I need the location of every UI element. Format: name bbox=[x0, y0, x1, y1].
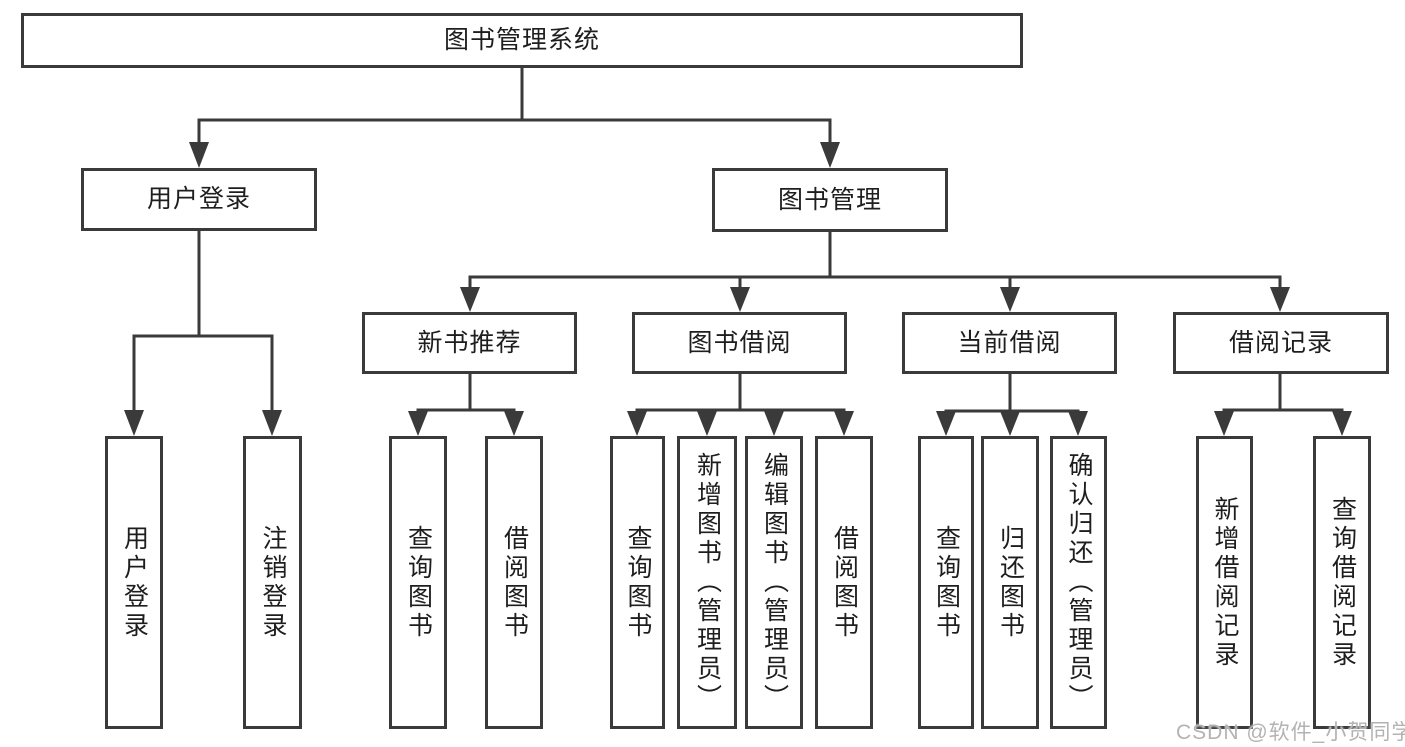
leaf-query-borrow-record-label: 查询借阅记录 bbox=[1328, 495, 1357, 670]
node-root: 图书管理系统 bbox=[21, 13, 1023, 68]
leaf-user-login: 用户登录 bbox=[105, 436, 163, 729]
leaf-confirm-return-admin-label: 确认归还（管理员） bbox=[1065, 452, 1093, 713]
leaf-user-login-label: 用户登录 bbox=[120, 524, 149, 641]
node-root-label: 图书管理系统 bbox=[443, 26, 600, 54]
leaf-return-books-label: 归还图书 bbox=[996, 524, 1025, 641]
node-user-login-label: 用户登录 bbox=[146, 185, 251, 213]
watermark: CSDN @软件_小贺同学 bbox=[1176, 721, 1405, 744]
node-book-management-label: 图书管理 bbox=[777, 185, 882, 214]
connector-book-borrowing-branch bbox=[627, 372, 854, 436]
leaf-borrow-books-borrowing: 借阅图书 bbox=[815, 436, 873, 729]
leaf-add-borrow-record: 新增借阅记录 bbox=[1196, 436, 1253, 729]
leaf-confirm-return-admin: 确认归还（管理员） bbox=[1050, 436, 1107, 729]
leaf-borrow-books-borrowing-label: 借阅图书 bbox=[830, 524, 859, 641]
leaf-borrow-books-recommend: 借阅图书 bbox=[485, 436, 543, 729]
node-new-book-recommend: 新书推荐 bbox=[362, 312, 577, 374]
leaf-edit-books-admin: 编辑图书（管理员） bbox=[745, 436, 803, 729]
connector-user-login-branch bbox=[124, 229, 282, 436]
leaf-add-books-admin: 新增图书（管理员） bbox=[677, 436, 737, 729]
node-book-borrowing-label: 图书借阅 bbox=[687, 328, 792, 357]
node-user-login: 用户登录 bbox=[81, 168, 317, 231]
connector-new-book-recommend-branch bbox=[408, 372, 524, 436]
leaf-logout-label: 注销登录 bbox=[259, 524, 287, 641]
leaf-add-books-admin-label: 新增图书（管理员） bbox=[693, 452, 722, 713]
leaf-query-books-borrowing: 查询图书 bbox=[610, 436, 665, 729]
leaf-borrow-books-recommend-label: 借阅图书 bbox=[500, 524, 529, 641]
connector-current-borrowing-branch bbox=[936, 372, 1088, 436]
leaf-add-borrow-record-label: 新增借阅记录 bbox=[1211, 495, 1239, 670]
leaf-edit-books-admin-label: 编辑图书（管理员） bbox=[760, 452, 789, 713]
node-book-management: 图书管理 bbox=[712, 168, 948, 232]
node-current-borrowing: 当前借阅 bbox=[902, 312, 1117, 374]
leaf-return-books: 归还图书 bbox=[981, 436, 1039, 729]
connector-root-branch bbox=[189, 66, 840, 168]
node-new-book-recommend-label: 新书推荐 bbox=[417, 328, 522, 357]
node-borrowing-records: 借阅记录 bbox=[1173, 312, 1389, 374]
leaf-query-books-borrowing-label: 查询图书 bbox=[624, 524, 652, 641]
node-current-borrowing-label: 当前借阅 bbox=[957, 328, 1062, 357]
leaf-query-borrow-record: 查询借阅记录 bbox=[1313, 436, 1371, 729]
node-book-borrowing: 图书借阅 bbox=[632, 312, 847, 374]
leaf-logout: 注销登录 bbox=[243, 436, 302, 729]
node-borrowing-records-label: 借阅记录 bbox=[1228, 328, 1333, 357]
leaf-query-books-recommend: 查询图书 bbox=[389, 436, 447, 729]
connector-borrowing-records-branch bbox=[1214, 372, 1352, 436]
leaf-query-books-current: 查询图书 bbox=[918, 436, 974, 729]
leaf-query-books-recommend-label: 查询图书 bbox=[404, 524, 433, 641]
leaf-query-books-current-label: 查询图书 bbox=[932, 524, 961, 641]
connector-book-management-branch bbox=[460, 230, 1290, 312]
